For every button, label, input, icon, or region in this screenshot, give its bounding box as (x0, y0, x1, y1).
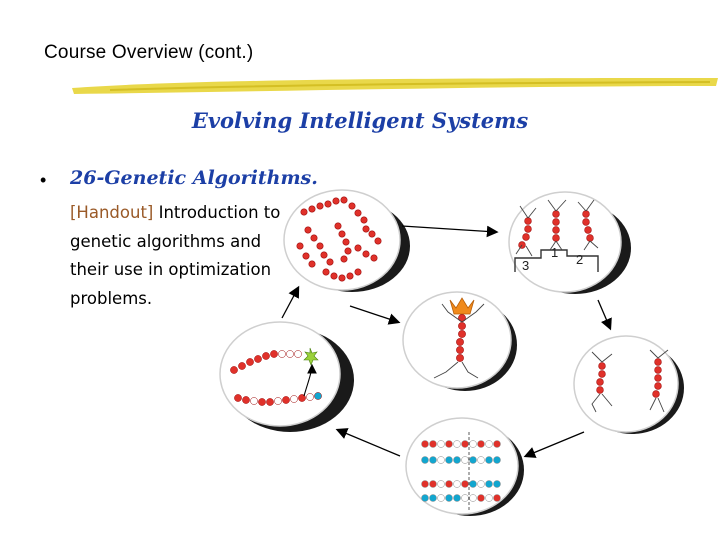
slide-subtitle: Evolving Intelligent Systems (191, 108, 529, 133)
bullet-dot: • (40, 170, 47, 190)
chromosome-row-1 (421, 440, 501, 448)
winner-circle (402, 291, 517, 391)
fitness-circle (573, 335, 684, 434)
mutation-circle (219, 321, 354, 432)
chromosome-row-2 (421, 456, 501, 464)
podium-icon (514, 249, 599, 272)
chromosome-row-3 (421, 480, 501, 488)
podium-label-2: 2 (576, 252, 583, 267)
crown-icon (449, 297, 475, 315)
description-text: Introduction to genetic algorithms and t… (70, 203, 281, 308)
crossover-circle (405, 417, 524, 516)
mutation-arrow (303, 363, 317, 397)
chromosome-row-4 (421, 494, 501, 502)
bullet-description: [Handout] Introduction to genetic algori… (70, 199, 290, 313)
slide-title: Course Overview (cont.) (44, 42, 254, 63)
selection-circle: 1 2 3 (508, 191, 631, 294)
bullet-heading: 26-Genetic Algorithms. (70, 167, 318, 189)
podium-label-1: 1 (551, 245, 558, 260)
podium-label-3: 3 (522, 258, 529, 273)
handout-tag: [Handout] (70, 203, 154, 222)
title-underline-brushstroke (72, 78, 718, 94)
cycle-arrows (281, 225, 612, 458)
population-circle (283, 189, 410, 292)
